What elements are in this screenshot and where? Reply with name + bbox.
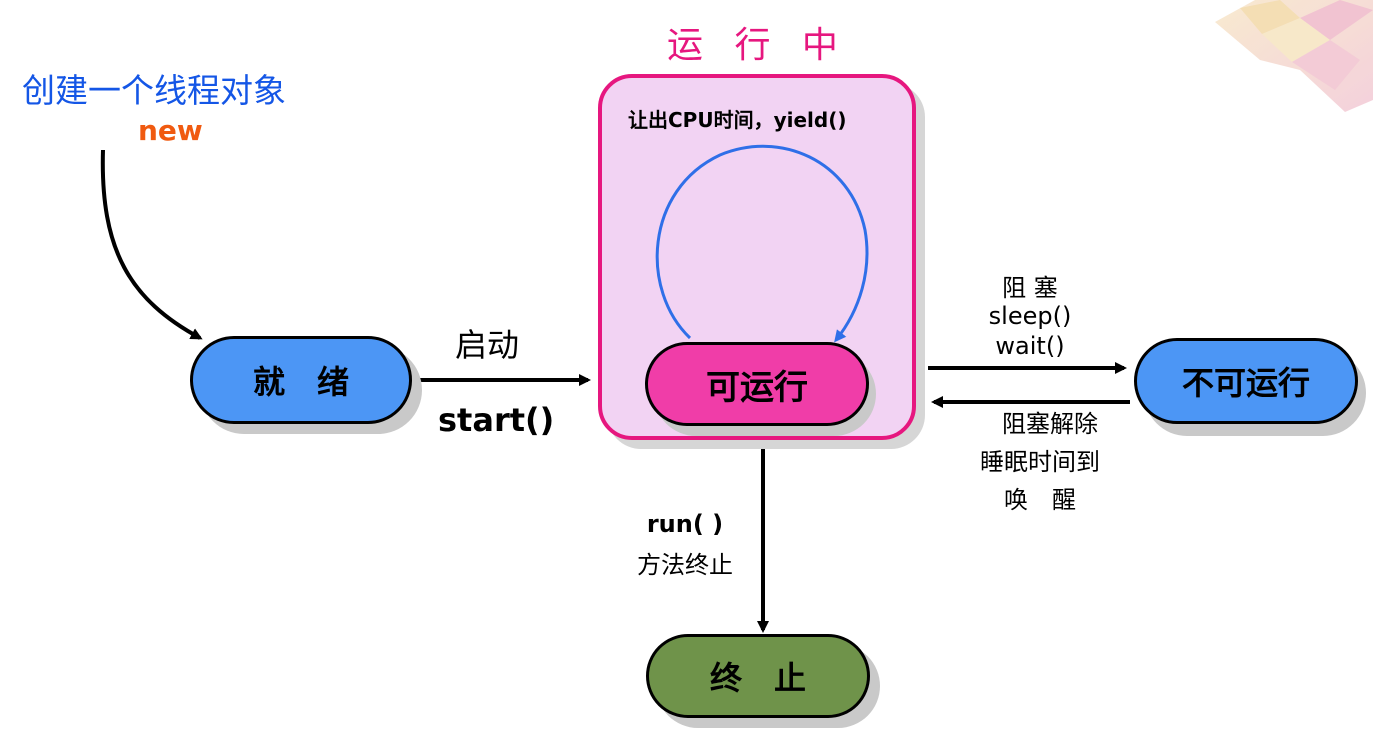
run-method: run( ) — [646, 510, 724, 538]
runnable-state-label: 可运行 — [706, 367, 808, 408]
unblock-label-1: 阻塞解除 — [1002, 410, 1098, 438]
running-title: 运 行 中 — [667, 25, 848, 66]
new-keyword: new — [138, 114, 203, 147]
create-arrow — [100, 149, 203, 340]
ready-state[interactable]: 就 绪 — [190, 336, 412, 424]
blocked-state[interactable]: 不可运行 — [1134, 338, 1358, 424]
block-wait: wait() — [995, 332, 1065, 360]
ready-state-label: 就 绪 — [252, 363, 349, 401]
yield-label: 让出CPU时间，yield() — [628, 108, 847, 132]
blocked-state-label: 不可运行 — [1181, 364, 1310, 402]
unblock-label-2: 睡眠时间到 — [980, 448, 1100, 476]
block-label: 阻 塞 — [1002, 274, 1058, 302]
create-thread-label: 创建一个线程对象 — [22, 71, 286, 110]
terminated-state-label: 终 止 — [709, 659, 806, 697]
terminated-state[interactable]: 终 止 — [646, 634, 870, 718]
block-sleep: sleep() — [988, 302, 1072, 330]
runnable-state[interactable]: 可运行 — [645, 342, 869, 426]
start-label: 启动 — [455, 326, 520, 364]
unblock-label-3: 唤 醒 — [1004, 486, 1076, 514]
start-method: start() — [438, 401, 555, 439]
run-end-label: 方法终止 — [637, 551, 733, 579]
